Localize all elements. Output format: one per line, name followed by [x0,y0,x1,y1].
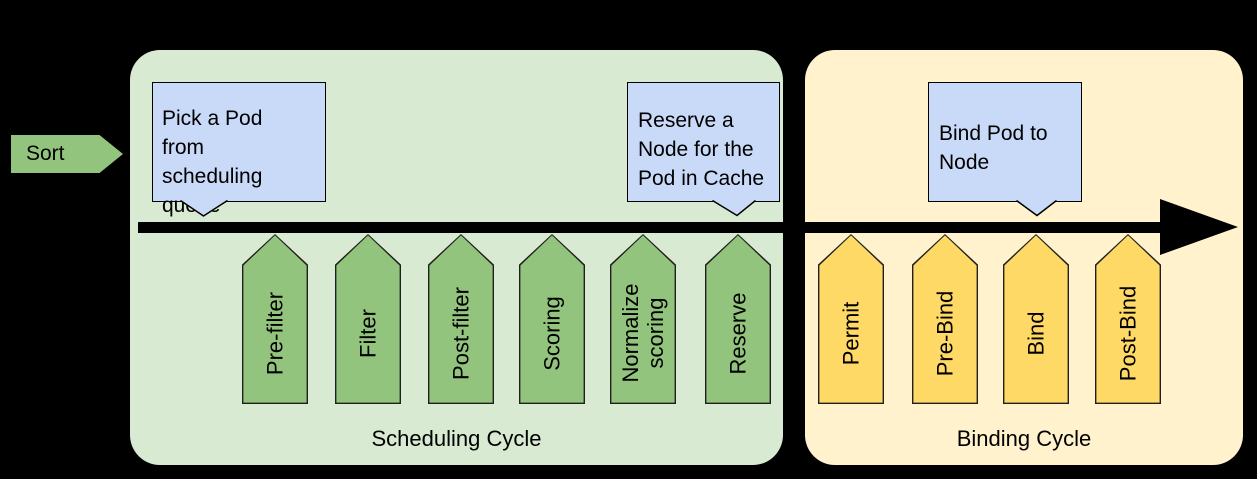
stage-pre-bind: Pre-Bind [912,234,978,404]
stage-scoring-label: Scoring [539,295,565,371]
callout-reserve-node: Reserve a Node for the Pod in Cache [627,82,780,202]
stage-reserve-label: Reserve [725,292,751,374]
stage-permit: Permit [818,234,884,404]
callout-bind-pod-tail [1016,200,1057,217]
stage-bind: Bind [1003,234,1069,404]
callout-bind-pod: Bind Pod to Node [928,82,1082,202]
stage-post-bind: Post-Bind [1095,234,1161,404]
stage-post-bind-label: Post-Bind [1115,285,1141,381]
sort-stage-arrow: Sort [11,135,123,173]
stage-filter: Filter [335,234,401,404]
stage-normalize-scoring-label: Normalize scoring [618,283,668,383]
timeline-arrow-bar [138,222,1168,233]
callout-pick-pod: Pick a Pod from scheduling queue [152,82,326,217]
stage-normalize-scoring: Normalize scoring [610,234,676,404]
stage-post-filter-label: Post-filter [448,286,474,380]
binding-cycle-label: Binding Cycle [956,426,1092,451]
stage-scoring: Scoring [519,234,585,404]
scheduling-cycle-label: Scheduling Cycle [371,426,542,451]
sort-stage-label: Sort [26,142,65,165]
stage-filter-label: Filter [355,308,381,358]
stage-pre-filter-label: Pre-filter [262,291,288,375]
stage-permit-label: Permit [838,301,864,365]
callout-reserve-node-tail [712,200,756,217]
stage-pre-bind-label: Pre-Bind [932,290,958,376]
stage-post-filter: Post-filter [428,234,494,404]
stage-reserve: Reserve [705,234,771,404]
callout-pick-pod-tail [180,200,228,217]
stage-pre-filter: Pre-filter [242,234,308,404]
stage-bind-label: Bind [1023,310,1049,356]
